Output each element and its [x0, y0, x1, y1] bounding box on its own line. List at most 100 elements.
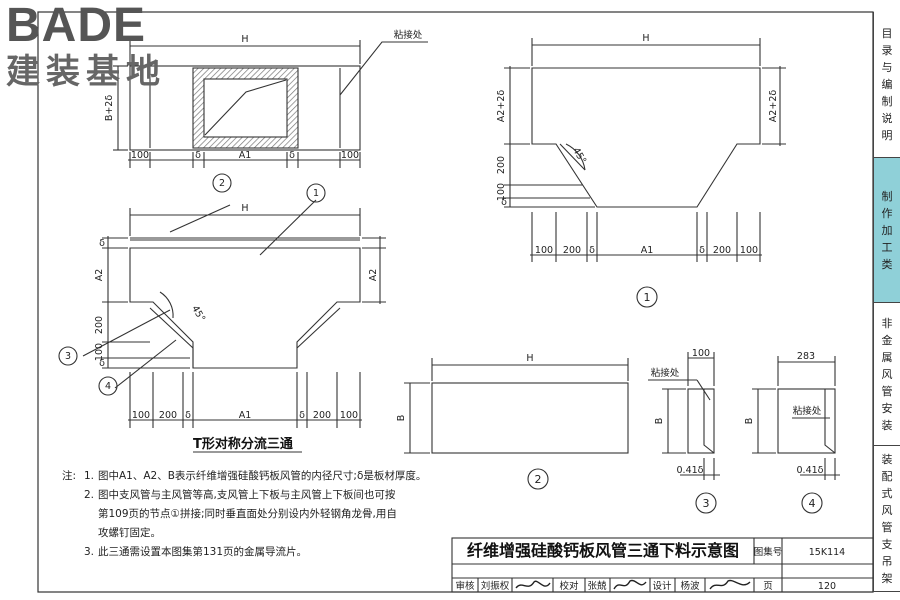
sidebar-tab-fabrication[interactable]: 制作加工类: [873, 157, 900, 302]
main-view-bdim-1: 100: [132, 410, 150, 421]
note-row: 2. 图中支风管与主风管等高,支风管上下板与主风管上下板间也可按: [62, 486, 462, 505]
main-view-width-label: H: [241, 203, 248, 214]
main-view-vdim-2: 200: [94, 316, 105, 334]
logo-watermark: BADE 建装基地: [6, 2, 166, 92]
piece-4-marker: [801, 492, 823, 514]
checker-name: 张兢: [587, 581, 607, 592]
top-view-callout-text: 粘接处: [394, 29, 423, 41]
piece-4-bottom-dim: 0.41δ: [797, 465, 824, 476]
callout-3-label: 3: [65, 351, 71, 362]
top-view-height-label: B+2δ: [104, 95, 115, 122]
callout-4-label: 4: [105, 381, 111, 392]
main-view-side-label-right: A2: [368, 269, 379, 282]
piece-3-marker: [695, 492, 717, 514]
callout-4-marker: [98, 376, 118, 396]
piece-3-drawing: [648, 352, 720, 480]
piece-1-vdim-3: δ: [501, 197, 507, 208]
piece-1-side-label-right: A2+2δ: [768, 90, 779, 123]
top-view-drawing: [113, 40, 428, 168]
piece-3-bottom-dim: 0.41δ: [677, 465, 704, 476]
main-view-vdim-3: 100: [94, 343, 105, 361]
check-label: 校对: [559, 580, 579, 592]
main-view-side-label: A2: [94, 269, 105, 282]
main-view-vdim-1: δ: [99, 238, 105, 249]
piece-1-bdim-1: 100: [535, 245, 553, 256]
drawing-title: 纤维增强硅酸钙板风管三通下料示意图: [466, 541, 739, 560]
note-row: 注: 1. 图中A1、A2、B表示纤维增强硅酸钙板风管的内径尺寸;δ是板材厚度。: [62, 467, 462, 486]
note-text: 图中支风管与主风管等高,支风管上下板与主风管上下板间也可按: [98, 489, 396, 501]
piece-2-width-label: H: [526, 353, 533, 364]
main-view-drawing: [82, 199, 386, 453]
piece-1-side-label: A2+2δ: [496, 90, 507, 123]
piece-2-side-label: B: [396, 415, 407, 422]
piece-1-vdim-1: 200: [496, 156, 507, 174]
page-number: 120: [818, 581, 836, 592]
piece-3-side-label: B: [654, 418, 665, 425]
signature-marks: [515, 579, 751, 590]
note-text: 图中A1、A2、B表示纤维增强硅酸钙板风管的内径尺寸;δ是板材厚度。: [98, 470, 427, 482]
piece-4-side-label: B: [744, 418, 755, 425]
sidebar-tab-label: 非金属风管安装: [881, 316, 893, 432]
piece-1-width-label: H: [642, 33, 649, 44]
notes-label: 注:: [62, 470, 77, 482]
note-text: 第109页的节点①拼接;同时垂直面处分别设内外轻钢角龙骨,用自: [98, 508, 397, 520]
sidebar-tab-nonmetal-duct[interactable]: 非金属风管安装: [873, 302, 900, 445]
note-row: 3. 此三通需设置本图集第131页的金属导流片。: [62, 543, 462, 562]
sidebar-tab-label: 目录与编制说明: [881, 27, 893, 142]
sidebar-tab-label: 制作加工类: [881, 189, 893, 271]
piece-1-bdim-6: 200: [713, 245, 731, 256]
top-view-dim-1: 100: [131, 150, 149, 161]
page-label: 页: [763, 581, 773, 592]
piece-1-bdim-5: δ: [699, 245, 705, 256]
main-view-bdim-6: 200: [313, 410, 331, 421]
piece-2-number: 2: [535, 473, 542, 486]
top-view-dim-2: δ: [195, 150, 201, 161]
atlas-number: 15K114: [809, 547, 845, 558]
top-view-dim-5: 100: [341, 150, 359, 161]
piece-3-top-dim: 100: [692, 348, 710, 359]
piece-3-number: 3: [703, 497, 710, 510]
top-view-dim-3: A1: [239, 150, 252, 161]
piece-1-bdim-2: 200: [563, 245, 581, 256]
piece-1-drawing: [504, 38, 786, 262]
callout-1-label: 1: [313, 188, 319, 199]
note-text: 此三通需设置本图集第131页的金属导流片。: [98, 546, 308, 558]
sidebar-tab-label: 装配式风管支吊架: [881, 452, 893, 585]
piece-1-angle: 45°: [570, 146, 588, 166]
main-view-bdim-2: 200: [159, 410, 177, 421]
reviewer-name: 刘振权: [481, 580, 510, 592]
designer-name: 杨波: [680, 580, 700, 592]
piece-1-bdim-7: 100: [740, 245, 758, 256]
piece-1-bdim-4: A1: [641, 245, 654, 256]
atlas-label: 图集号: [754, 546, 783, 558]
piece-3-callout-text: 粘接处: [651, 367, 680, 379]
callout-2-marker: [212, 173, 232, 193]
note-text: 攻螺钉固定。: [98, 527, 161, 539]
piece-1-bdim-3: δ: [589, 245, 595, 256]
top-view-dim-4: δ: [289, 150, 295, 161]
main-view-bdim-5: δ: [299, 410, 305, 421]
piece-4-drawing: [752, 356, 840, 480]
review-label: 审核: [455, 580, 475, 592]
piece-2-marker: [527, 468, 549, 490]
top-view-width-label: H: [241, 34, 248, 45]
sidebar-tab-catalog[interactable]: 目录与编制说明: [873, 12, 900, 157]
piece-4-callout-text: 粘接处: [793, 405, 822, 417]
piece-4-top-dim: 283: [797, 351, 815, 362]
callout-2-label: 2: [219, 178, 225, 189]
sidebar-tab-support-hanger[interactable]: 装配式风管支吊架: [873, 445, 900, 592]
callout-3-marker: [58, 346, 78, 366]
main-view-bdim-3: δ: [185, 410, 191, 421]
notes-block: 注: 1. 图中A1、A2、B表示纤维增强硅酸钙板风管的内径尺寸;δ是板材厚度。…: [62, 467, 462, 562]
note-number: 3.: [84, 546, 95, 558]
piece-1-number: 1: [644, 291, 651, 304]
main-view-bdim-7: 100: [340, 410, 358, 421]
logo-sub-text: 建装基地: [6, 52, 166, 92]
main-view-angle: 45°: [189, 304, 207, 324]
piece-4-number: 4: [809, 497, 816, 510]
drawing-caption: T形对称分流三通: [193, 437, 293, 452]
piece-2-drawing: [404, 358, 629, 454]
note-row: 第109页的节点①拼接;同时垂直面处分别设内外轻钢角龙骨,用自: [62, 505, 462, 524]
piece-1-marker: [636, 286, 658, 308]
